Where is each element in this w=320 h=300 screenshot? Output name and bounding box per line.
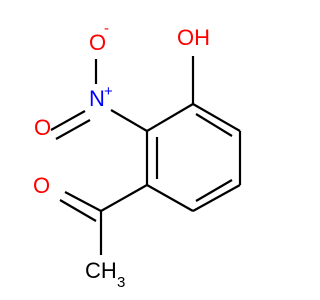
bond-nitro-n-to-bottom-o-1 (50, 110, 86, 131)
benzene-ring (145, 103, 242, 212)
bond-ring-to-nitro-n (110, 109, 148, 132)
methyl-subscript: 3 (117, 274, 125, 291)
chemical-structure-diagram: OH N + O - O O CH 3 (33, 20, 242, 291)
ring-double-bond-inner-3 (195, 113, 233, 137)
nitro-nitrogen-label: N (89, 86, 105, 111)
nitro-bottom-oxygen-label: O (34, 115, 51, 140)
nitro-nitrogen-charge: + (104, 83, 113, 100)
carbonyl-oxygen-label: O (33, 173, 50, 198)
hydroxyl-label: OH (177, 25, 210, 50)
ring-bond-c2-c3 (146, 184, 194, 212)
bond-nitro-n-to-bottom-o-2 (55, 119, 91, 140)
bond-carbonyl-double-1 (64, 191, 102, 212)
ring-bond-c5-c6 (192, 103, 241, 132)
bond-ring-to-carbonyl-carbon (100, 184, 148, 212)
nitro-top-oxygen-charge: - (104, 20, 109, 37)
ring-bond-c6-c1 (146, 103, 194, 132)
methyl-label: CH (85, 258, 117, 283)
ring-bond-c3-c4 (192, 184, 241, 212)
bond-carbonyl-double-2 (59, 199, 97, 222)
nitro-top-oxygen-label: O (89, 30, 106, 55)
ring-double-bond-inner-2 (195, 179, 233, 202)
